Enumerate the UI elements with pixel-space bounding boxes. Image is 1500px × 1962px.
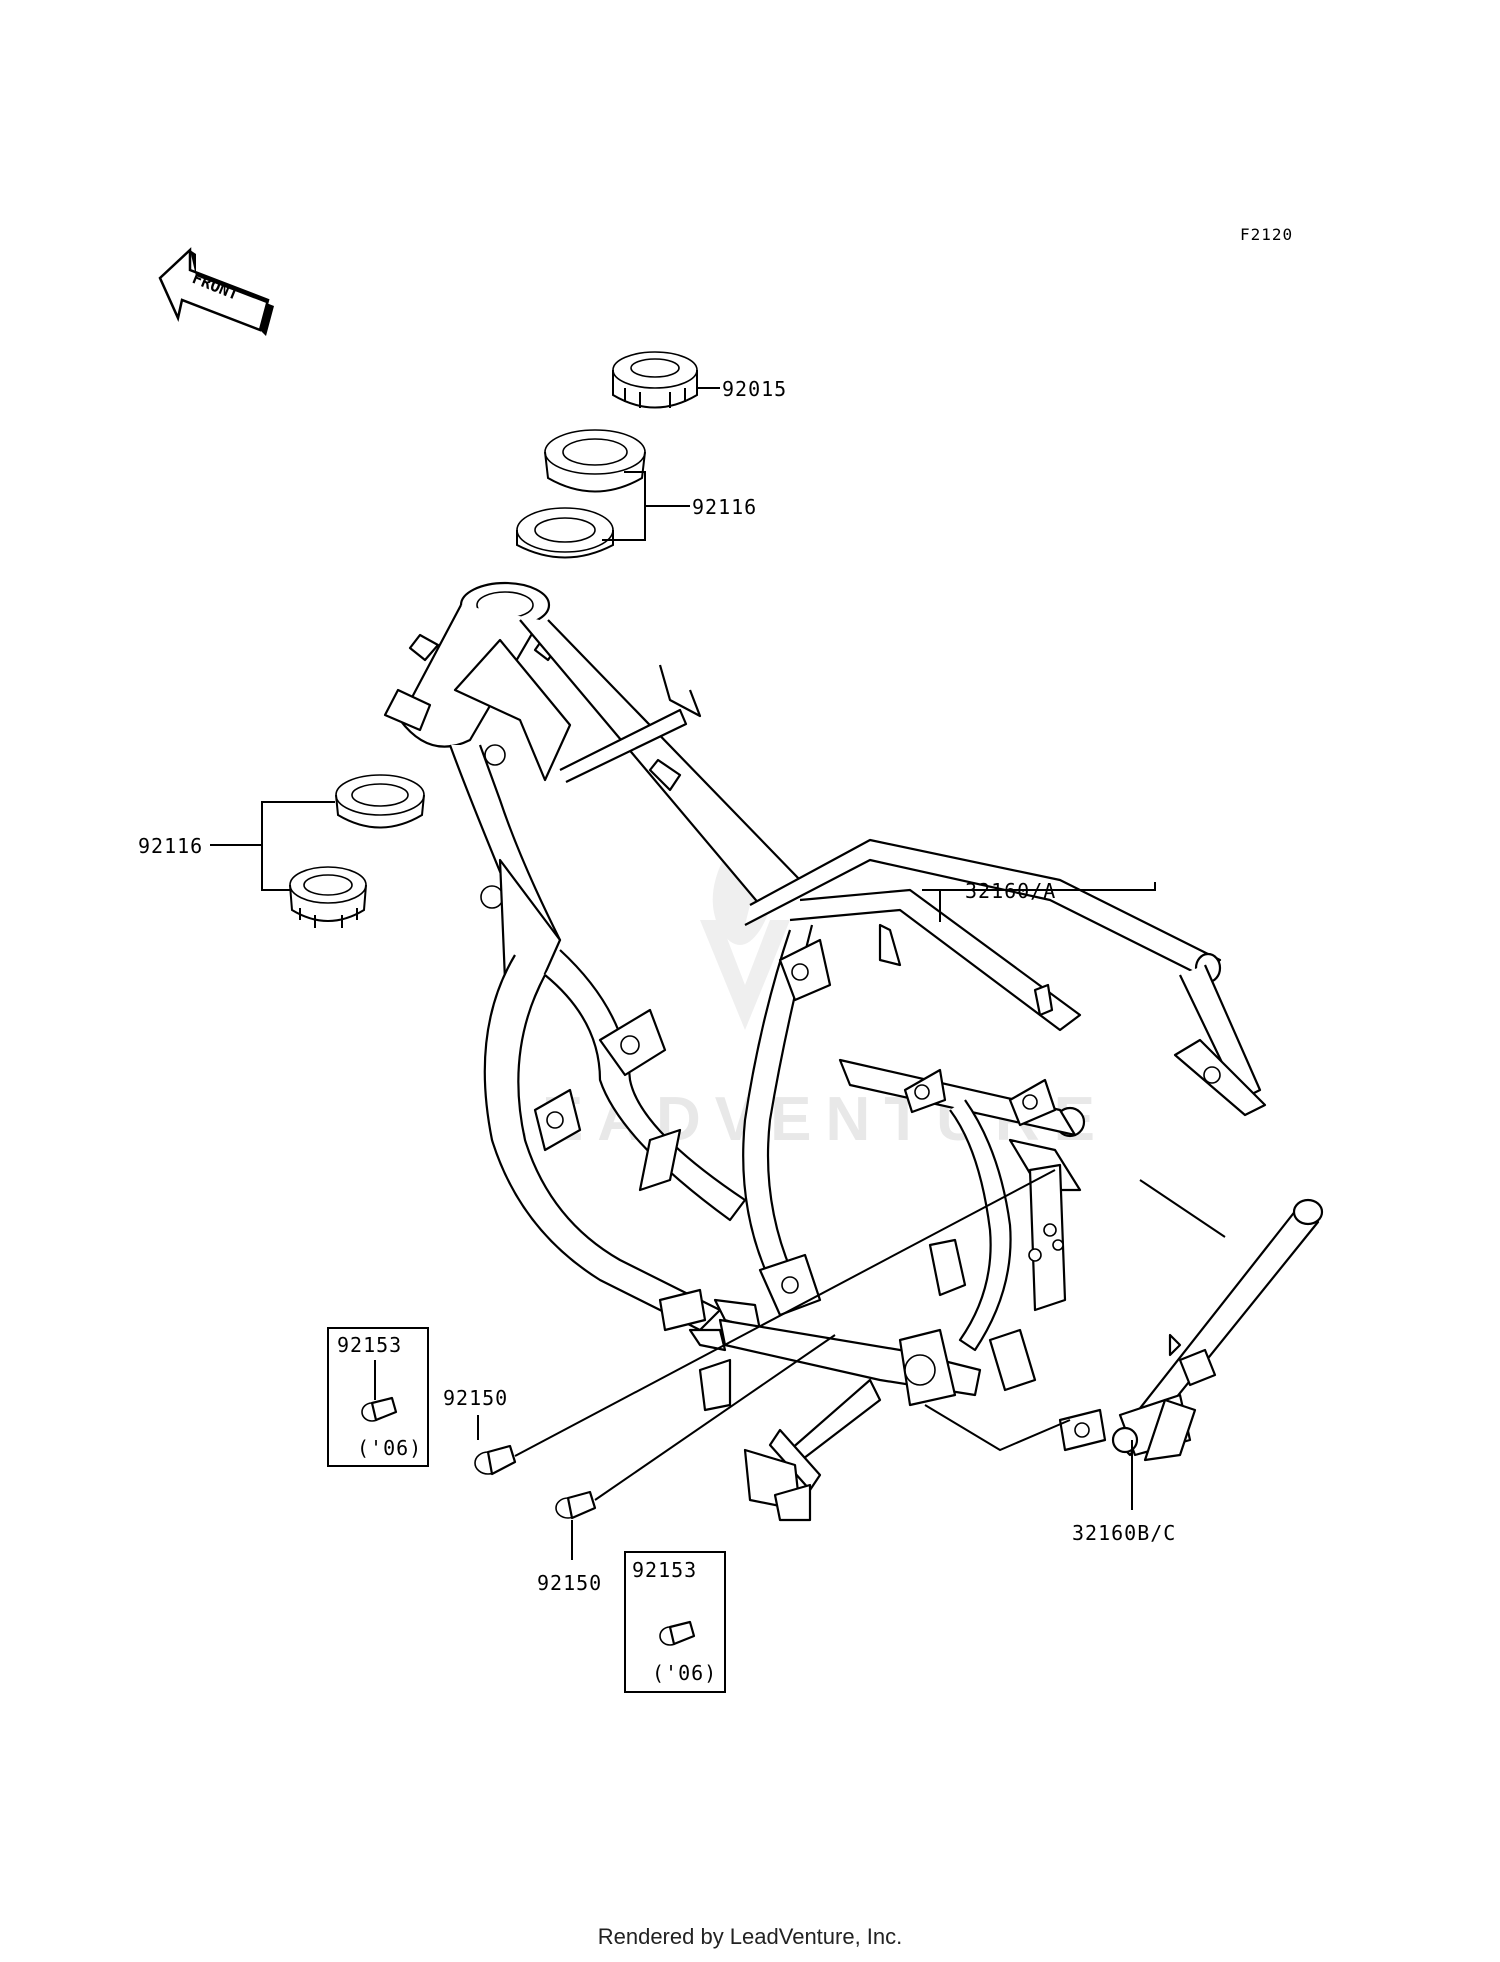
inset-left-note: ('06): [357, 1436, 422, 1460]
label-92116-upper: 92116: [692, 495, 757, 519]
label-32160-a: 32160/A: [965, 879, 1056, 903]
label-92150-lower: 92150: [537, 1571, 602, 1595]
steering-stem-nut: [612, 351, 698, 409]
label-32160-bc: 32160B/C: [1072, 1521, 1176, 1545]
lower-bearing: [289, 774, 425, 928]
inset-left-part: 92153: [337, 1333, 402, 1357]
bolt-92150-right: [474, 1444, 517, 1476]
front-arrow-icon: FRONT: [158, 247, 274, 336]
label-92116-lower: 92116: [138, 834, 203, 858]
inset-right-part: 92153: [632, 1558, 697, 1582]
label-92150-right: 92150: [443, 1386, 508, 1410]
upper-bearing: [516, 429, 646, 559]
motorcycle-frame: [383, 581, 1267, 1522]
rear-subframe: [1058, 1198, 1324, 1462]
diagram-code: F2120: [1240, 225, 1293, 244]
label-92015: 92015: [722, 377, 787, 401]
inset-92153-right: 92153 ('06): [624, 1551, 726, 1693]
footer-credit: Rendered by LeadVenture, Inc.: [597, 1924, 903, 1949]
inset-right-note: ('06): [652, 1661, 717, 1685]
bolt-92150-lower: [555, 1490, 597, 1520]
inset-92153-left: 92153 ('06): [327, 1327, 429, 1467]
